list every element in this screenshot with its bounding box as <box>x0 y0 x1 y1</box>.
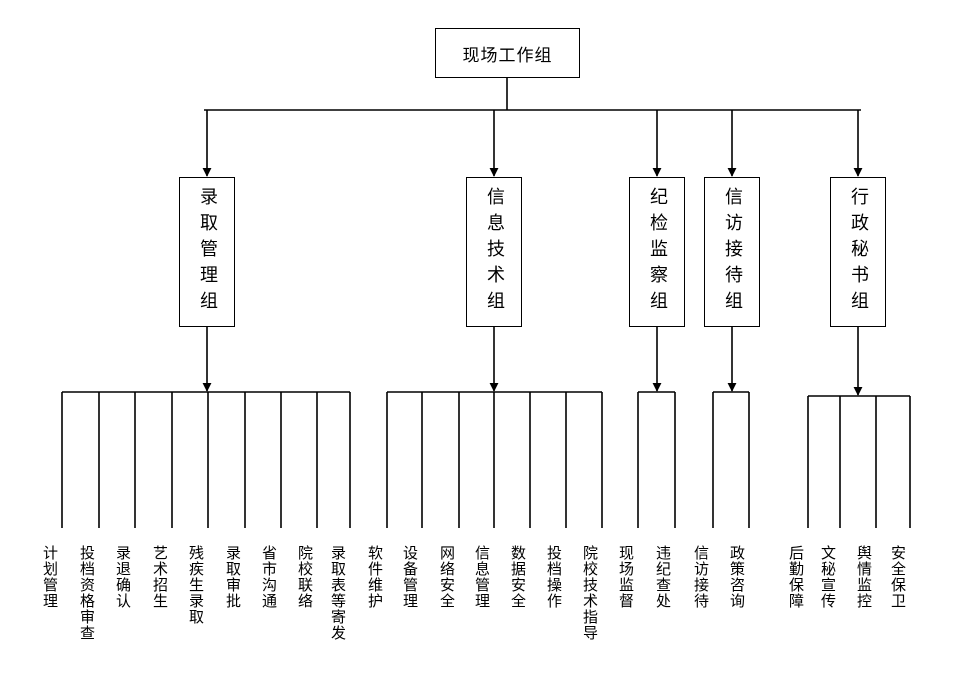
group-node-secretariat: 行政秘书组 <box>830 177 886 327</box>
duty-label: 安全保卫 <box>889 545 907 609</box>
duty-label: 省市沟通 <box>260 545 278 609</box>
duty-label: 艺术招生 <box>151 545 169 609</box>
group-node-discipline: 纪检监察组 <box>629 177 685 327</box>
duty-label: 残疾生录取 <box>187 545 205 625</box>
duty-label: 软件维护 <box>366 545 384 609</box>
group-node-petition: 信访接待组 <box>704 177 760 327</box>
duty-label: 录取审批 <box>224 545 242 609</box>
duty-label: 违纪查处 <box>654 545 672 609</box>
root-label: 现场工作组 <box>462 45 553 66</box>
group-node-recruitment: 录取管理组 <box>179 177 235 327</box>
duty-label: 投档资格审查 <box>78 545 96 641</box>
duty-label: 录取表等寄发 <box>329 545 347 641</box>
duty-label: 计划管理 <box>41 545 59 609</box>
duty-label: 网络安全 <box>438 545 456 609</box>
duty-label: 院校联络 <box>296 545 314 609</box>
duty-label: 舆情监控 <box>855 545 873 609</box>
duty-label: 后勤保障 <box>787 545 805 609</box>
duty-label: 政策咨询 <box>728 545 746 609</box>
duty-label: 录退确认 <box>114 545 132 609</box>
duty-label: 院校技术指导 <box>581 545 599 641</box>
duty-label: 文秘宣传 <box>819 545 837 609</box>
group-label: 信息技术组 <box>484 187 505 317</box>
duty-label: 数据安全 <box>509 545 527 609</box>
group-label: 信访接待组 <box>722 187 743 317</box>
duty-label: 信息管理 <box>473 545 491 609</box>
group-label: 录取管理组 <box>197 187 218 317</box>
root-node: 现场工作组 <box>435 28 580 78</box>
group-node-it: 信息技术组 <box>466 177 522 327</box>
group-label: 纪检监察组 <box>647 187 668 317</box>
duty-label: 信访接待 <box>692 545 710 609</box>
group-label: 行政秘书组 <box>848 187 869 317</box>
duty-label: 投档操作 <box>545 545 563 609</box>
duty-label: 设备管理 <box>401 545 419 609</box>
duty-label: 现场监督 <box>617 545 635 609</box>
